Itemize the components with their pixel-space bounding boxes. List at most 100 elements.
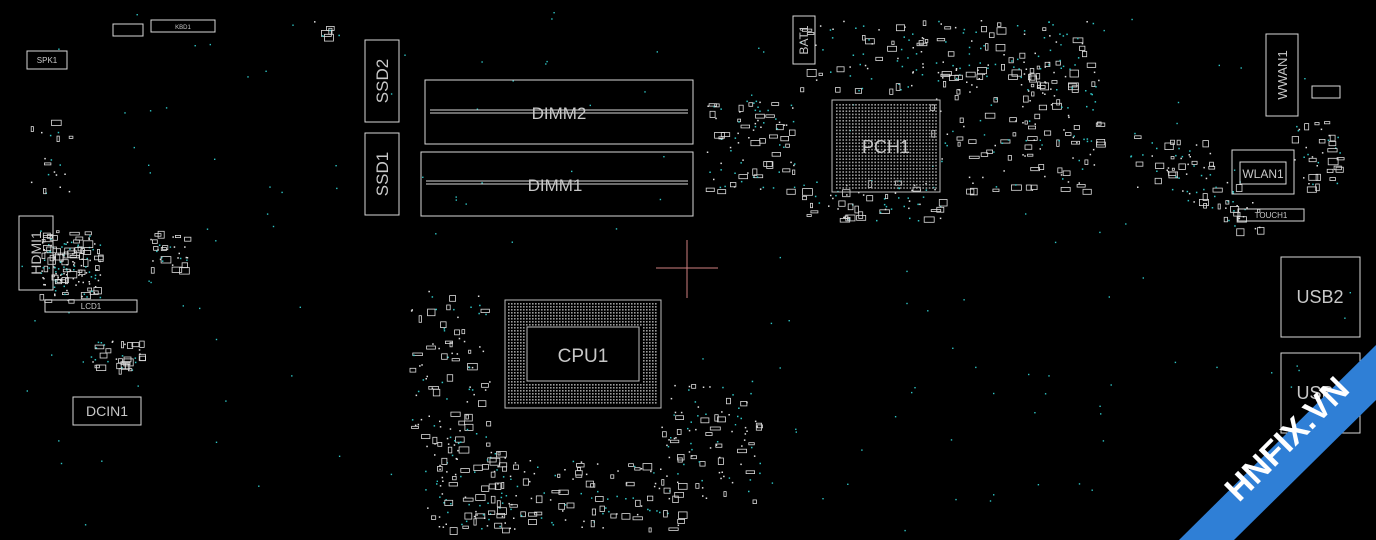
ball-pad [634,306,636,308]
ball-pad [912,129,915,132]
via [390,93,393,95]
component-pad [1003,170,1005,172]
wwan-slot[interactable]: WWAN1 [1265,33,1341,117]
ball-pad [864,155,867,157]
kbd-connector[interactable] [150,19,216,33]
component-pad [497,483,499,485]
ball-pad [595,306,597,308]
component-pad [675,415,684,421]
ball-pad [640,315,642,317]
ball-pad [900,107,902,109]
component-pad [1308,157,1317,163]
ssd2-slot[interactable]: SSD2 [364,39,400,123]
ball-pad [868,132,870,135]
component-pad [1027,153,1034,157]
ball-pad [577,306,579,308]
ball-pad [906,110,908,112]
component-pad [748,102,754,107]
component-pad [1068,116,1070,119]
component-pad [980,20,983,22]
pch-package[interactable]: PCH1 [831,99,941,193]
ball-pad [523,330,525,332]
component-pad [434,454,436,456]
ball-pad [925,177,928,180]
component-pad [1166,169,1168,171]
spk-connector[interactable]: SPK1 [26,50,68,70]
ball-pad [583,396,585,398]
ball-pad [906,164,908,167]
ball-pad [574,384,576,386]
ball-pad [652,324,654,326]
via [950,439,953,441]
ball-pad [871,168,873,170]
ball-pad [887,164,889,167]
ball-pad [932,148,934,151]
component-pad [922,66,924,69]
component-pad [69,254,80,259]
dcin-connector[interactable]: DCIN1 [72,396,142,426]
cpu-package[interactable]: CPU1 [504,299,662,409]
ball-pad [595,399,597,401]
via [209,43,211,46]
ball-pad [565,396,567,398]
component-pad [783,124,786,126]
ball-pad [526,303,528,305]
ball-pad [877,104,880,106]
component-pad [468,366,471,369]
component-pad [497,451,501,456]
ball-pad [520,357,522,359]
ball-pad [535,315,537,317]
wlan-slot[interactable]: WLAN1 [1231,149,1295,195]
component-pad [697,415,699,417]
ball-pad [652,396,654,398]
touch-connector[interactable]: TOUCH1 [1237,208,1305,222]
ball-pad [574,399,576,401]
component-pad [540,517,543,519]
ball-pad [909,104,912,106]
bat-connector[interactable]: BAT1 [792,15,816,65]
ball-pad [523,396,525,398]
ball-pad [523,363,525,365]
ball-pad [634,303,636,305]
dimm2-slot[interactable]: DIMM2 [424,79,694,145]
component-pad [921,37,924,39]
ssd1-slot[interactable]: SSD1 [364,132,400,216]
component-pad [329,29,331,32]
ball-pad [646,378,648,380]
ball-pad [523,333,525,335]
component-pad [599,505,605,512]
component-pad [88,237,90,239]
dimm1-slot[interactable]: DIMM1 [420,151,694,217]
component-pad [980,152,989,157]
component-pad [464,423,474,431]
ball-pad [631,402,633,404]
component-pad [1195,191,1198,194]
component-pad [1053,71,1055,74]
usb2-port[interactable]: USB2 [1280,256,1361,338]
component-pad [421,364,423,366]
ball-pad [601,312,603,314]
via [258,485,260,487]
component-pad [1067,114,1070,117]
ball-pad [916,116,918,119]
component-pad [44,162,52,166]
ball-pad [637,399,639,401]
lcd-connector[interactable]: LCD1 [44,299,138,313]
component-pad [1024,120,1028,125]
hdmi-connector[interactable]: HDMI1 [18,215,54,291]
ball-pad [839,107,841,109]
ball-pad [589,306,591,308]
ball-pad [922,171,924,173]
component-pad [1187,163,1189,166]
component-pad [445,499,447,501]
ball-pad [577,396,579,398]
ball-pad [523,351,525,353]
ball-pad [919,136,921,138]
component-pad [668,497,671,500]
ball-pad [589,393,591,395]
component-pad [1328,141,1337,147]
ball-pad [861,126,864,128]
ball-pad [595,312,597,314]
ball-pad [565,306,567,308]
component-pad [107,360,109,363]
